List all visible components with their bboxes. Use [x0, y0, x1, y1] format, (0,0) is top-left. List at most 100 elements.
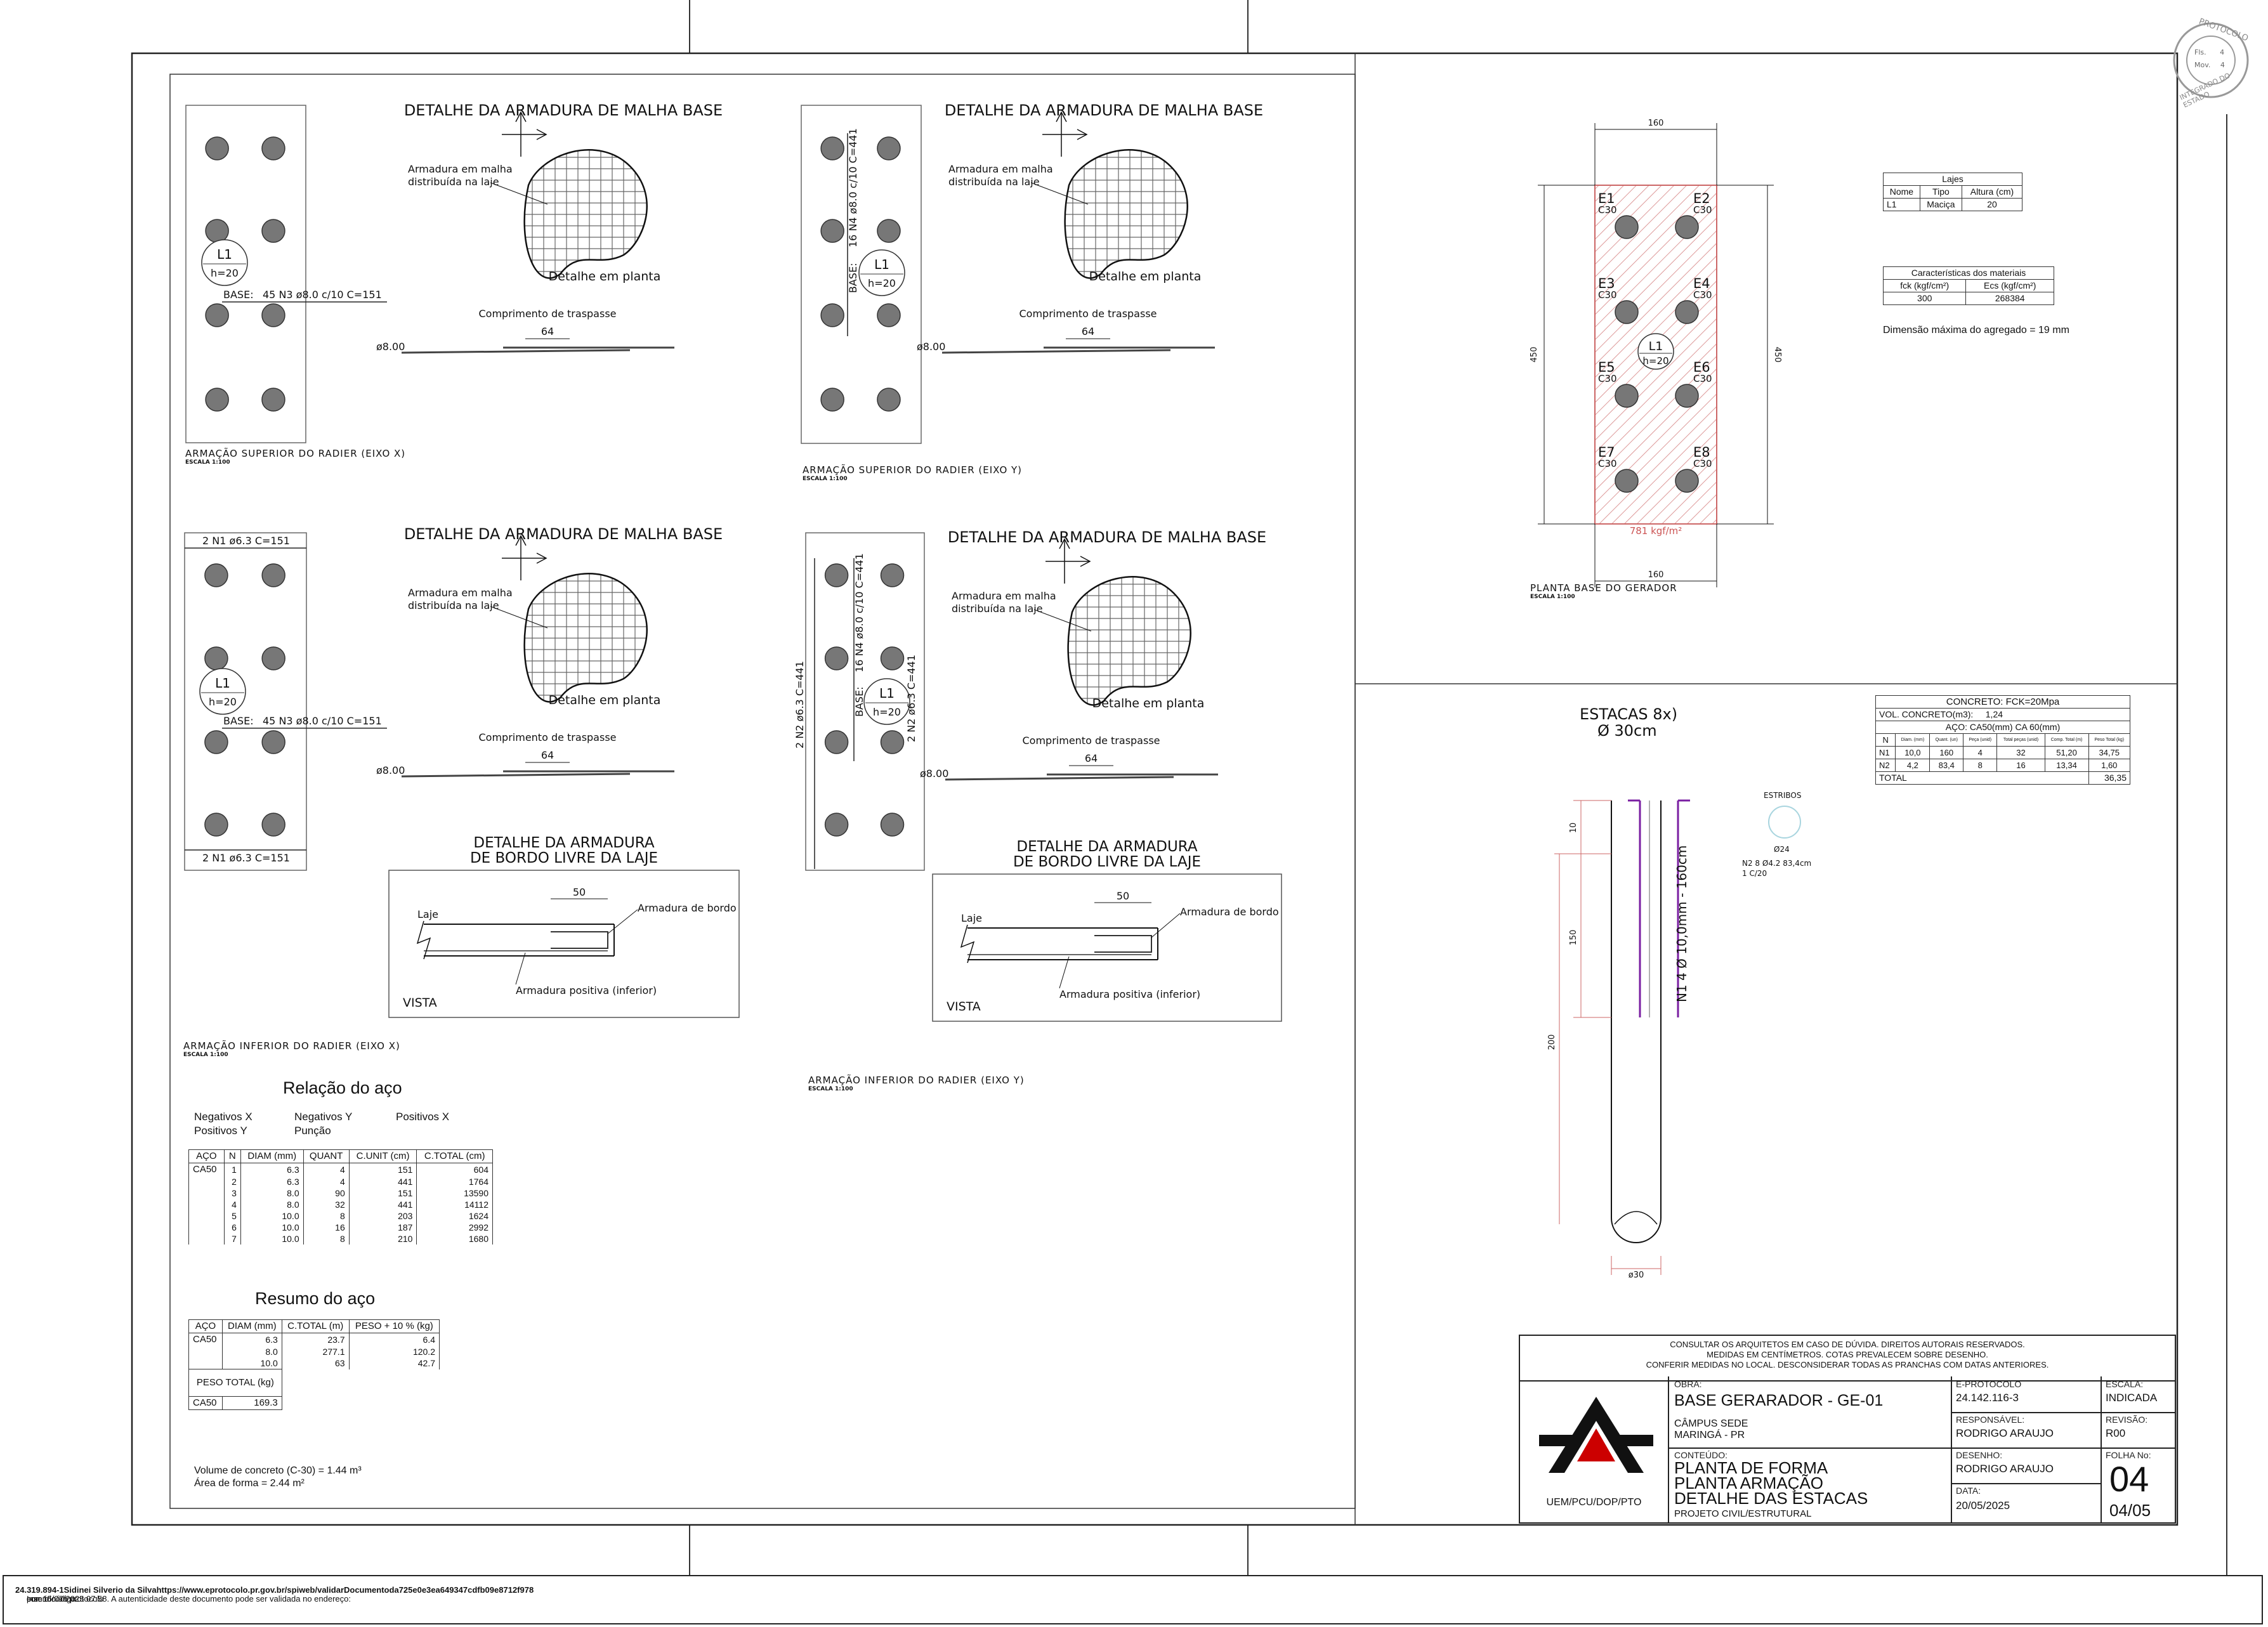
slab-outline — [1067, 576, 1191, 706]
dim-height: 450 — [1530, 347, 1539, 363]
pile-mark — [205, 388, 229, 412]
peso-total-label: PESO TOTAL (kg) — [188, 1369, 282, 1397]
th-diam: DIAM (mm) — [221, 1319, 282, 1333]
break-line — [960, 924, 975, 964]
rebar-diam: ø8.00 — [917, 341, 945, 353]
concreto-cell: 4 — [1963, 746, 1998, 759]
positiva-label: Armadura positiva (inferior) — [1059, 988, 1200, 1000]
pile-mark — [880, 813, 905, 837]
th-diam: Diam. (mm) — [1895, 733, 1930, 747]
pile-class: C30 — [1693, 373, 1712, 384]
th-ctotal: C.TOTAL (cm) — [416, 1149, 493, 1163]
pile-mark — [261, 219, 285, 243]
vista-label: VISTA — [403, 996, 437, 1010]
pile-e8 — [1675, 469, 1699, 493]
slab-height: h=20 — [209, 696, 237, 708]
relacao-cell: 13590 — [416, 1187, 493, 1199]
traspasse-value: 64 — [1085, 752, 1098, 764]
validation-link[interactable]: https://www.eprotocolo.pr.gov.br/spiweb/… — [156, 1585, 390, 1595]
bordo-label: Armadura de bordo — [1180, 906, 1279, 918]
scale-inf-x: ESCALA 1:100 — [183, 1052, 228, 1058]
scale-sup-y: ESCALA 1:100 — [803, 476, 848, 482]
pile-class: C30 — [1598, 458, 1617, 469]
relacao-cell: 14112 — [416, 1199, 493, 1210]
traspasse-label: Comprimento de traspasse — [1023, 735, 1160, 747]
fck-value: 300 — [1882, 292, 1967, 305]
slab-marker — [1637, 333, 1674, 370]
th-quant: QUANT — [303, 1149, 350, 1163]
concreto-cell: 32 — [1996, 746, 2045, 759]
n2-label: 2 N2 ø6.3 C=441 — [905, 655, 917, 742]
leader-line — [1033, 609, 1092, 632]
relacao-cell: 1764 — [416, 1176, 493, 1187]
resumo-cell: 120.2 — [348, 1346, 440, 1357]
estribo-circle — [1768, 806, 1801, 839]
concreto-cell: N1 — [1875, 746, 1896, 759]
lajes-title: Lajes — [1883, 173, 2022, 186]
relacao-cell: 10.0 — [240, 1222, 304, 1233]
pile-mark — [204, 563, 228, 587]
total-value: 36,35 — [2088, 771, 2131, 785]
logo-cell: UEM/PCU/DOP/PTO — [1520, 1376, 1669, 1522]
slab-name: L1 — [215, 676, 230, 691]
caption-inf-x: ARMAÇÃO INFERIOR DO RADIER (EIXO X) — [183, 1040, 400, 1052]
axis-arrow — [1056, 111, 1067, 122]
base-label: BASE: — [853, 686, 865, 717]
slab-marker — [199, 668, 246, 715]
relacao-cell: 2 — [223, 1176, 241, 1187]
relacao-cell: 1 — [223, 1163, 241, 1176]
th-aco: AÇO — [188, 1319, 223, 1333]
relacao-cell: 16 — [303, 1222, 350, 1233]
relacao-table: AÇO N DIAM (mm) QUANT C.UNIT (cm) C.TOTA… — [188, 1149, 493, 1245]
bar-spec: 45 N3 ø8.0 c/10 C=151 — [263, 289, 382, 301]
relacao-cell: 441 — [348, 1199, 417, 1210]
leader-line — [1151, 913, 1181, 938]
pile-mark — [261, 388, 285, 412]
malha-note: Armadura em malha — [408, 587, 513, 599]
dim-value: 200 — [1547, 1035, 1557, 1050]
pile-tip — [1614, 1211, 1658, 1225]
relacao-cell: 604 — [416, 1163, 493, 1176]
traspasse-label: Comprimento de traspasse — [479, 308, 617, 320]
slab-height: h=20 — [1642, 355, 1668, 367]
malha-title: DETALHE DA ARMADURA DE MALHA BASE — [948, 528, 1266, 546]
malha-title: DETALHE DA ARMADURA DE MALHA BASE — [404, 525, 723, 543]
axis-arrow — [536, 552, 547, 564]
panel-outline — [184, 532, 307, 871]
concreto-cell: 51,20 — [2044, 746, 2089, 759]
th-cunit: C.UNIT (cm) — [348, 1149, 417, 1163]
pile-mark — [261, 730, 285, 754]
rebar-diam: ø8.00 — [920, 768, 948, 780]
load-value: 781 kgf/m² — [1630, 525, 1682, 537]
dim-width: 160 — [1648, 119, 1664, 128]
relacao-cell: 4 — [303, 1176, 350, 1187]
concreto-cell: 10,0 — [1895, 746, 1930, 759]
pile-mark — [820, 136, 844, 160]
bordo-dim: 50 — [573, 886, 586, 898]
th-fck: fck (kgf/cm²) — [1882, 279, 1967, 292]
planta-label: Detalhe em planta — [549, 270, 661, 284]
relacao-cell: 6.3 — [240, 1163, 304, 1176]
relacao-cell: 8.0 — [240, 1199, 304, 1210]
resumo-table: AÇO DIAM (mm) C.TOTAL (m) PESO + 10 % (k… — [188, 1319, 440, 1410]
relacao-cell: 1680 — [416, 1233, 493, 1245]
planta-label: Detalhe em planta — [1089, 270, 1202, 284]
estribo-diam: Ø24 — [1774, 845, 1790, 854]
slab-height: h=20 — [211, 267, 239, 279]
planta-label: Detalhe em planta — [1092, 696, 1205, 710]
resumo-cell: 10.0 — [221, 1357, 282, 1369]
leader-line — [1030, 182, 1089, 205]
relacao-cell: 8.0 — [240, 1187, 304, 1199]
pile-mark — [261, 813, 285, 837]
laje-altura: 20 — [1962, 198, 2022, 211]
pile-id: E1 — [1598, 191, 1615, 206]
relacao-cell: 1624 — [416, 1210, 493, 1222]
estribo-spec2: 1 C/20 — [1742, 869, 1767, 878]
th-peca: Peça (unid) — [1963, 733, 1998, 747]
pile-mark — [824, 563, 849, 587]
malha-note: distribuída na laje — [952, 603, 1043, 615]
title-block: CONSULTAR OS ARQUITETOS EM CASO DE DÚVID… — [1519, 1335, 2176, 1524]
relacao-cell: 6.3 — [240, 1176, 304, 1187]
